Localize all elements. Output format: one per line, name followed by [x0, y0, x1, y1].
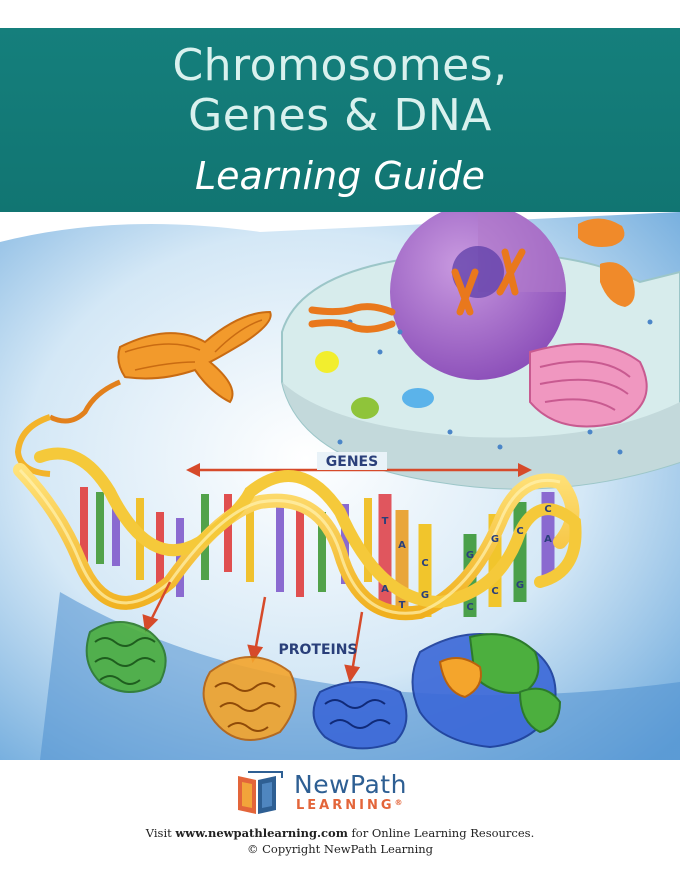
footer-visit-suffix: for Online Learning Resources.: [347, 826, 535, 840]
footer-visit-prefix: Visit: [145, 826, 176, 840]
base-letter: G: [516, 580, 524, 591]
base-letter: G: [491, 534, 499, 545]
chromosome-icon: [14, 310, 272, 477]
protein-orange-icon: [202, 656, 297, 741]
book-logo-icon: [238, 771, 283, 814]
base-letter: A: [398, 540, 406, 551]
genes-label: GENES: [326, 454, 378, 470]
base-letter: C: [516, 526, 523, 537]
dna-cell-illustration: GENES: [0, 212, 680, 760]
title-banner: Chromosomes, Genes & DNA Learning Guide: [0, 28, 680, 212]
protein-arrows: [142, 581, 364, 683]
base-letter: C: [544, 504, 551, 515]
footer-url[interactable]: www.newpathlearning.com: [175, 826, 348, 840]
vacuole-blue: [402, 388, 434, 408]
footer-visit-line: Visit www.newpathlearning.com for Online…: [0, 826, 680, 840]
newpath-logo: NewPath LEARNING®: [234, 770, 454, 816]
cover-illustration: GENES: [0, 212, 680, 760]
base-letter: C: [491, 586, 498, 597]
vacuole-yellow: [315, 351, 339, 373]
protein-blue-icon: [312, 681, 408, 750]
title-line-1: Chromosomes,: [172, 40, 508, 91]
base-letter: A: [381, 584, 389, 595]
subtitle: Learning Guide: [195, 154, 485, 198]
logo-name-top: NewPath: [294, 770, 407, 799]
mitochondrion-icon: [578, 218, 625, 247]
title-line-2: Genes & DNA: [188, 90, 492, 141]
protein-green-icon: [85, 621, 167, 693]
base-letter: T: [399, 600, 406, 611]
trademark-symbol: ®: [394, 798, 403, 807]
logo-learning-text: LEARNING: [296, 798, 395, 813]
golgi-icon: [529, 343, 648, 428]
base-letter: G: [466, 550, 474, 561]
base-letter: T: [382, 516, 389, 527]
dna-helix-icon: [13, 447, 582, 621]
proteins-label: PROTEINS: [278, 642, 357, 658]
cell-icon: [281, 212, 680, 490]
genes-arrow: [186, 452, 532, 477]
base-letter: C: [421, 558, 428, 569]
base-letter: A: [544, 534, 552, 545]
protein-multicolor-icon: [411, 633, 562, 749]
footer-copyright: © Copyright NewPath Learning: [246, 842, 434, 856]
base-letter: G: [421, 590, 429, 601]
base-letter: C: [466, 602, 473, 613]
logo-name-bottom: LEARNING®: [296, 798, 403, 813]
vacuole-green: [351, 397, 379, 419]
